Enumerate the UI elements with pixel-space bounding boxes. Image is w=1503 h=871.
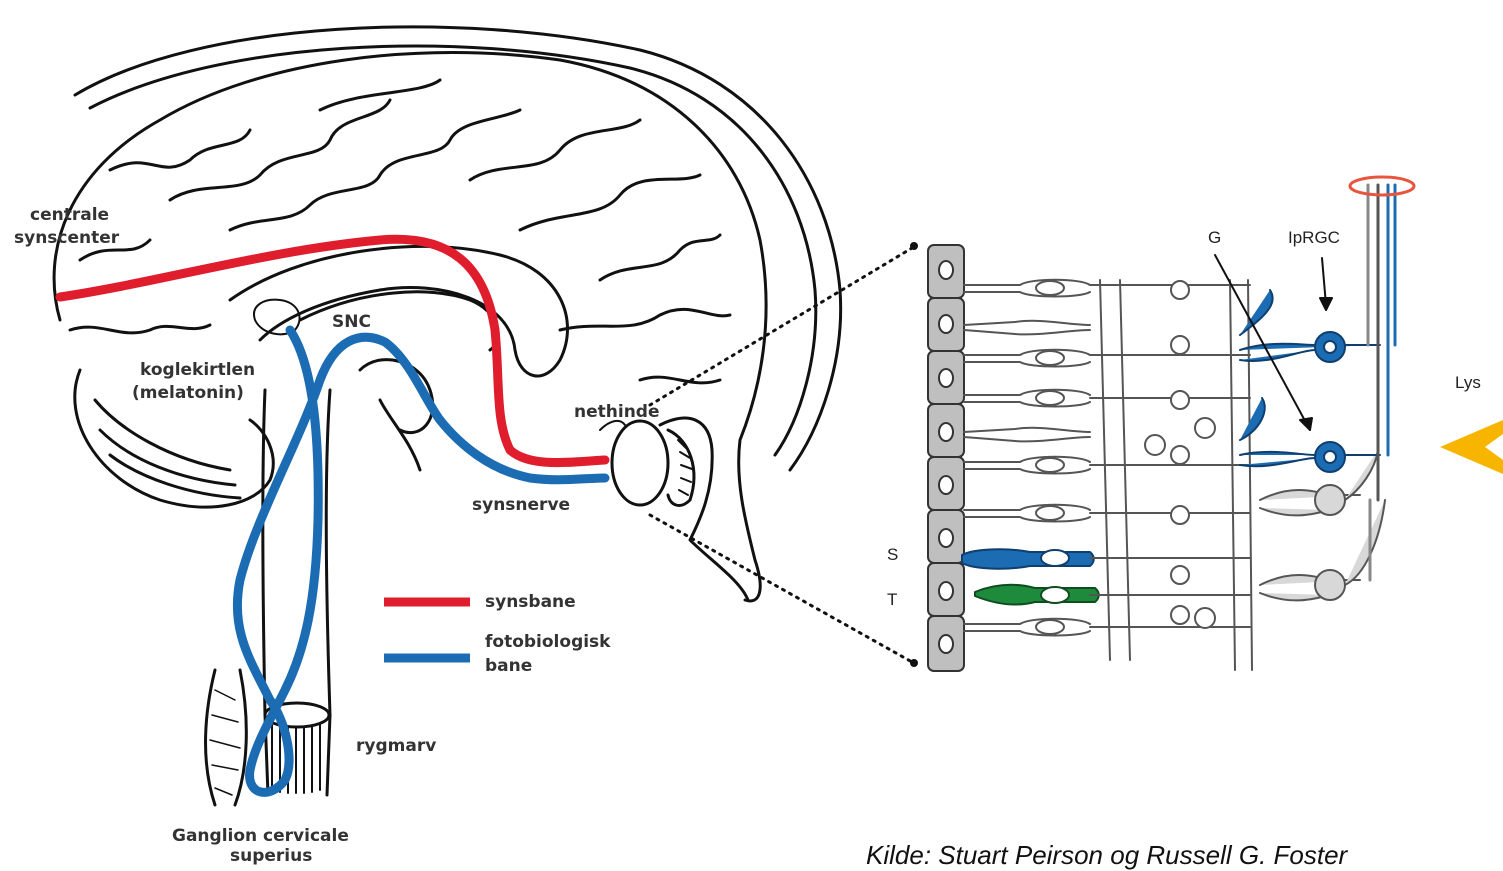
- retina-label-g: G: [1208, 228, 1221, 248]
- cerebellum-fold-3: [110, 455, 240, 498]
- label-koglekirtlen: koglekirtlen: [140, 360, 255, 380]
- brainstem-right: [326, 390, 330, 715]
- label-nethinde: nethinde: [574, 402, 660, 422]
- zoom-dot-bottom: [910, 659, 918, 667]
- gyrus-9: [640, 377, 720, 383]
- ganglion-texture: [210, 690, 240, 795]
- cerebellum-fold-2: [100, 430, 235, 485]
- light-arrow: [1440, 420, 1503, 474]
- nethinde-line-1: [600, 421, 625, 430]
- midbrain-detail: [380, 400, 420, 470]
- legend-label-fotobiologisk-2: bane: [485, 656, 532, 676]
- retina-label-iprgc: IpRGC: [1288, 228, 1340, 248]
- retina-label-lys: Lys: [1455, 373, 1481, 393]
- label-ganglion-line2: superius: [230, 846, 312, 866]
- label-synsnerve: synsnerve: [472, 495, 570, 515]
- zoom-line-top: [650, 248, 912, 405]
- eye-lashes: [678, 440, 692, 495]
- s-cone: [962, 549, 1094, 568]
- gyrus-6: [520, 175, 700, 230]
- ganglion-outline: [206, 670, 247, 805]
- label-synscenter: synscenter: [14, 228, 119, 248]
- gyrus-4: [230, 110, 520, 230]
- pigment-epithelium: [928, 245, 964, 671]
- legend: [384, 602, 470, 658]
- retina-panel: [925, 175, 1503, 680]
- zoom-dot-top: [910, 242, 918, 250]
- eye-lid: [660, 418, 748, 600]
- label-centrale: centrale: [30, 205, 109, 225]
- label-rygmarv: rygmarv: [356, 736, 436, 756]
- retina-background: [925, 175, 1415, 680]
- source-caption: Kilde: Stuart Peirson og Russell G. Fost…: [866, 840, 1347, 871]
- eye-globe: [612, 421, 668, 505]
- brain-drawing: [54, 27, 841, 805]
- gyrus-3: [320, 80, 440, 110]
- gyrus-5: [470, 120, 640, 180]
- gyrus-1: [110, 130, 250, 170]
- gyrus-7: [600, 235, 720, 280]
- retina-label-t: T: [887, 590, 897, 610]
- brainstem-left: [263, 390, 265, 715]
- gyrus-8: [560, 309, 730, 330]
- legend-label-synsbane: synsbane: [485, 592, 576, 612]
- blue-photobiological-pathway: [237, 330, 605, 792]
- t-cone: [975, 585, 1099, 605]
- label-ganglion-line1: Ganglion cervicale: [172, 826, 349, 846]
- label-melatonin: (melatonin): [132, 383, 244, 403]
- gyrus-11: [70, 325, 210, 333]
- retina-label-s: S: [887, 545, 898, 565]
- legend-label-fotobiologisk-1: fotobiologisk: [485, 632, 610, 652]
- zoom-line-bottom: [650, 515, 912, 662]
- label-snc: SNC: [332, 312, 371, 332]
